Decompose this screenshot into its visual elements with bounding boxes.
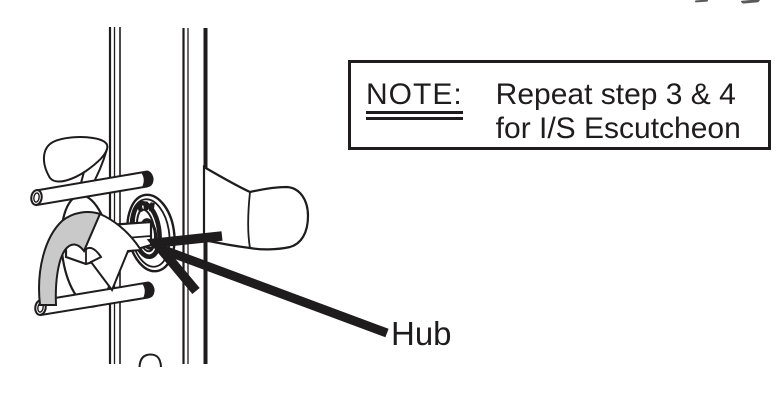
- rotation-arrow-head: [83, 212, 143, 293]
- post-thread-band: [141, 171, 153, 188]
- upper-mounting-post: [30, 170, 154, 207]
- inside-lever: [202, 165, 310, 251]
- note-label: NOTE:: [366, 78, 463, 120]
- note-line-2: for I/S Escutcheon: [495, 112, 741, 145]
- note-line-1: Repeat step 3 & 4: [495, 78, 736, 111]
- hub-callout-label: Hub: [391, 315, 452, 352]
- hub-pointer-arrow: [146, 231, 389, 338]
- post-thread-band: [142, 282, 154, 299]
- note-box: NOTE: Repeat step 3 & 4 for I/S Escutche…: [348, 60, 771, 150]
- hub-knurl: [136, 201, 155, 213]
- note-text: Repeat step 3 & 4 for I/S Escutcheon: [496, 78, 741, 146]
- cylinder-hole-arc: [138, 353, 162, 368]
- door-edge-lines: [108, 27, 208, 364]
- rotation-arrow: [38, 211, 143, 306]
